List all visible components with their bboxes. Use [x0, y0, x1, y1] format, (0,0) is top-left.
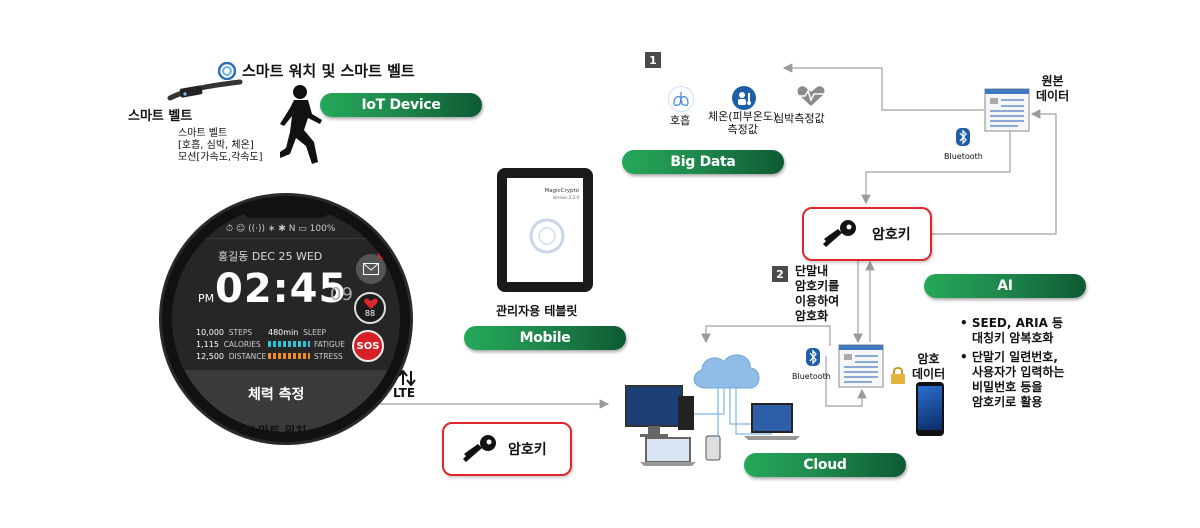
title-text: 스마트 워치 및 스마트 벨트	[242, 62, 415, 80]
crypto-key-box-top: 암호키	[802, 207, 932, 261]
updown-arrows-icon	[398, 370, 416, 386]
encrypted-data-line1: 암호	[917, 352, 940, 366]
ai-bullet-2-line3: 비밀번호 등을	[972, 380, 1043, 394]
heart-measure-label: 심박측정값	[774, 112, 825, 125]
watch-caption: 스마트 워치	[247, 424, 307, 438]
crypto-key-box-bottom: 암호키	[442, 422, 572, 476]
battery-text: 100%	[309, 224, 336, 234]
ai-bullet-2-line1: 단말기 일련번호,	[971, 350, 1058, 364]
pill-ai: AI	[924, 274, 1086, 298]
ai-bullet-2-line4: 암호키로 활용	[972, 395, 1043, 409]
belt-desc-line3: 모션[가속도,각속도]	[178, 152, 263, 163]
heart-icon	[364, 298, 378, 309]
watch-bottom-label[interactable]: 체력 측정	[248, 387, 305, 403]
original-data-line2: 데이터	[1036, 89, 1070, 103]
admin-tablet: MagicCrypto Version 2.2.0	[497, 168, 593, 292]
heart-rate-button[interactable]: 88	[354, 292, 386, 324]
stat-sleep: 480min SLEEP	[268, 328, 327, 337]
stat-calories: 1,115 CALORIES	[196, 340, 261, 349]
mail-badge: 4	[378, 248, 390, 260]
belt-desc-line2: [호흡, 심박, 체온]	[178, 140, 254, 151]
arrow-cloud-to-encdata	[825, 356, 867, 407]
thermometer-person-icon	[732, 86, 756, 110]
stat-stress: STRESS	[314, 352, 343, 361]
smartphone-image	[916, 382, 944, 436]
tablet-screen-sub: Version 2.2.0	[552, 195, 579, 200]
section-title: 스마트 워치 및 스마트 벨트	[218, 60, 415, 81]
watch-seconds: 09	[330, 284, 353, 305]
belt-label: 스마트 벨트	[128, 109, 193, 124]
encrypted-data-line2: 데이터	[912, 367, 946, 381]
heart-value: 88	[364, 309, 376, 318]
arrow-encdata-to-cloud	[701, 325, 831, 346]
pill-mobile: Mobile	[464, 326, 626, 350]
bluetooth-label-bottom: Bluetooth	[792, 372, 831, 381]
original-data-line1: 원본	[1041, 74, 1064, 88]
bluetooth-icon	[956, 128, 970, 146]
lock-icon	[891, 367, 905, 384]
stat-fatigue: FATIGUE	[314, 340, 346, 349]
dreamsecurity-logo-icon	[218, 61, 236, 80]
crypto-key-label-top: 암호키	[872, 227, 911, 243]
step2-line4: 암호화	[795, 309, 829, 323]
tablet-screen: MagicCrypto Version 2.2.0	[507, 178, 583, 282]
watch-ampm: PM	[198, 292, 215, 305]
step2-line3: 이용하여	[795, 294, 840, 308]
watch-date: 홍길동 DEC 25 WED	[218, 250, 323, 263]
step1-badge: 1	[645, 52, 661, 68]
encrypted-document-icon	[838, 344, 884, 388]
step2-line2: 암호키를	[795, 279, 840, 293]
encrypted-data-label: 암호 데이터	[912, 352, 945, 382]
crypto-key-label-bottom: 암호키	[508, 442, 547, 458]
ai-bullet-1-line1: SEED, ARIA 등	[971, 316, 1064, 330]
lungs-icon	[668, 86, 694, 112]
stress-bars	[268, 353, 310, 359]
tablet-watermark-logo-icon	[529, 218, 565, 254]
watch-time: 02:45	[215, 266, 348, 312]
bluetooth-icon-2	[806, 348, 820, 366]
mail-icon	[363, 263, 379, 275]
fatigue-bars	[268, 341, 310, 347]
ai-bullet-1: • SEED, ARIA 등 대칭키 암복호화	[960, 316, 1064, 345]
sos-button[interactable]: SOS	[352, 330, 384, 362]
breath-label: 호흡	[670, 114, 691, 127]
heartbeat-icon	[797, 86, 825, 106]
temp-label: 체온(피부온도) 측정값	[708, 110, 777, 136]
stat-steps: 10,000 STEPS	[196, 328, 253, 337]
watch-status-bar: ⏱ ☺ ((·)) ∗ ✱ N ▭ 100%	[226, 224, 336, 234]
smart-belt-image	[167, 79, 243, 101]
arrow-original-to-bigdata	[782, 63, 984, 111]
pill-cloud: Cloud	[744, 453, 906, 477]
temp-line1: 체온(피부온도)	[708, 110, 778, 123]
stat-distance: 12,500 DISTANCE	[196, 352, 267, 361]
step2-text: 단말내 암호키를 이용하여 암호화	[795, 264, 839, 324]
step2-badge: 2	[772, 266, 788, 282]
original-document-icon	[984, 88, 1030, 132]
ai-bullet-2: • 단말기 일련번호, 사용자가 입력하는 비밀번호 등을 암호키로 활용	[960, 350, 1065, 409]
lte-label: LTE	[393, 386, 416, 400]
smart-watch: ⏱ ☺ ((·)) ∗ ✱ N ▭ 100% 홍길동 DEC 25 WED PM…	[162, 196, 410, 442]
step2-line1: 단말내	[795, 264, 829, 278]
pill-iot-device: IoT Device	[320, 93, 482, 117]
arrow-key-to-original	[930, 109, 1057, 235]
arrow-original-to-key	[861, 132, 1011, 205]
cloud-devices-image	[625, 354, 800, 466]
pill-big-data: Big Data	[622, 150, 784, 174]
tablet-screen-title: MagicCrypto	[544, 188, 579, 194]
belt-desc-line1: 스마트 벨트	[178, 128, 228, 139]
temp-line2: 측정값	[727, 123, 758, 136]
bluetooth-label-top: Bluetooth	[944, 152, 983, 161]
key-icon	[463, 435, 496, 462]
original-data-label: 원본 데이터	[1036, 74, 1069, 104]
tablet-caption: 관리자용 테블릿	[496, 304, 578, 318]
ai-bullet-1-line2: 대칭키 암복호화	[972, 331, 1054, 345]
key-icon-top	[823, 220, 856, 247]
belt-desc: 스마트 벨트 [호흡, 심박, 체온] 모션[가속도,각속도]	[178, 128, 263, 164]
watch-face: ⏱ ☺ ((·)) ∗ ✱ N ▭ 100% 홍길동 DEC 25 WED PM…	[172, 206, 400, 432]
runner-icon	[280, 85, 322, 164]
ai-bullet-2-line2: 사용자가 입력하는	[972, 365, 1065, 379]
